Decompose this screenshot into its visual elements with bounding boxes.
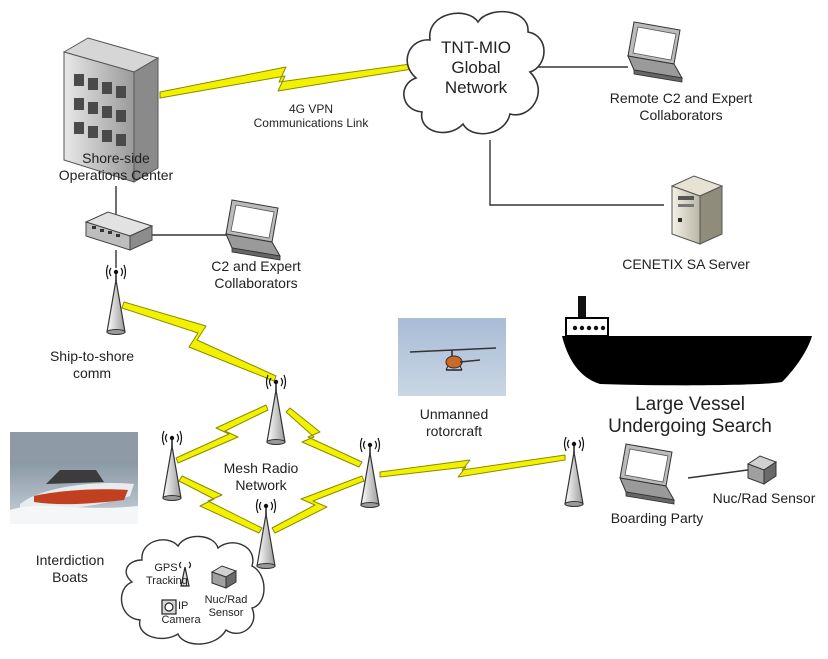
remote-c2-line-1: Remote C2 and Expert [609,90,753,106]
laptop-icon [627,21,683,83]
server-icon [670,175,724,245]
global-network-line-1: TNT-MIO [441,38,511,57]
shore-ops-label: Shore-side Operations Center [36,150,196,184]
remote-c2-line-2: Collaborators [639,107,723,123]
c2-expert-label: C2 and Expert Collaborators [186,258,326,292]
gps-antenna-icon [178,561,192,587]
interdiction-line-2: Boats [52,569,88,585]
switch-icon [84,211,154,251]
rotorcraft-line-1: Unmanned [419,406,489,422]
c2-expert-line-1: C2 and Expert [211,258,301,274]
gps-line-1: GPS [154,562,178,574]
cenetix-server-label: CENETIX SA Server [622,256,750,272]
global-network-cloud [403,10,545,135]
laptop-icon [225,199,281,261]
large-vessel-label: Large Vessel Undergoing Search [592,394,788,438]
antenna-tower-icon [265,374,287,445]
ip-camera-label: IP [178,600,218,613]
vpn-link-line-2: Communications Link [253,116,369,130]
global-network-line-2: Global [451,58,501,77]
rotorcraft-photo [398,318,506,396]
rotorcraft-line-2: rotorcraft [425,423,482,439]
camera-icon [161,599,177,615]
nucrad-cloud-line-1: Nuc/Rad [204,594,248,606]
interdiction-boat-photo [10,432,138,524]
ship-to-shore-label: Ship-to-shore comm [32,348,152,382]
ship-to-shore-line-1: Ship-to-shore [49,348,135,364]
sensor-icon [746,455,778,485]
antenna-tower-icon [563,436,585,507]
antenna-tower-icon [359,437,381,508]
remote-c2-label: Remote C2 and Expert Collaborators [596,90,766,124]
laptop-to-sensor-line [687,468,756,479]
cloud-to-server-line [489,140,664,206]
global-network-line-3: Network [444,78,508,97]
building-icon [62,37,160,183]
vpn-link-line-1: 4G VPN [288,102,333,116]
global-network-label: TNT-MIO Global Network [424,38,528,98]
large-vessel-line-1: Large Vessel [635,394,745,415]
c2-expert-line-2: Collaborators [214,275,298,291]
vpn-bolt-link [159,62,419,99]
mesh-network-line-1: Mesh Radio [223,460,299,476]
vpn-link-label: 4G VPN Communications Link [236,102,386,130]
gps-tracking-label: GPS Tracking [146,562,188,588]
ship-to-shore-bolt-link [121,301,277,382]
mesh-bolt-bottom-right [271,475,365,534]
nucrad-cloud-line-2: Sensor [208,607,244,619]
boat-sensors-cloud [120,535,265,645]
laptop-icon [619,443,675,505]
rotorcraft-label: Unmanned rotorcraft [404,406,504,440]
antenna-towers [105,264,585,569]
gps-line-2: Tracking [146,575,188,587]
large-vessel-line-2: Undergoing Search [608,416,772,437]
ip-camera-line-2: Camera [161,614,201,626]
mesh-to-boarding-bolt-link [379,454,566,478]
shore-ops-line-2: Operations Center [58,167,174,183]
mesh-bolt-top-left [175,404,269,464]
boarding-party-label: Boarding Party [610,510,704,526]
mesh-network-label: Mesh Radio Network [206,460,316,494]
mesh-bolt-left-bottom [178,475,263,534]
ship-to-shore-line-2: comm [72,365,112,381]
wireless-links [121,62,566,534]
antenna-tower-icon [105,264,127,335]
mesh-bolt-top-right [285,407,363,468]
antenna-tower-icon [255,498,277,569]
ip-camera-line-1: IP [178,600,189,612]
mesh-network-line-2: Network [235,477,287,493]
ip-camera-label-2: Camera [156,614,206,627]
antenna-tower-icon [161,430,183,501]
interdiction-line-1: Interdiction [35,552,105,568]
sensor-icon [210,565,238,589]
connector-lines [115,66,756,479]
shore-ops-line-1: Shore-side [82,150,150,166]
nucrad-cloud-label: Nuc/Rad Sensor [196,594,256,620]
interdiction-boats-label: Interdiction Boats [20,552,120,586]
ship-icon [562,296,812,386]
nucrad-sensor-label: Nuc/Rad Sensor [712,490,816,506]
